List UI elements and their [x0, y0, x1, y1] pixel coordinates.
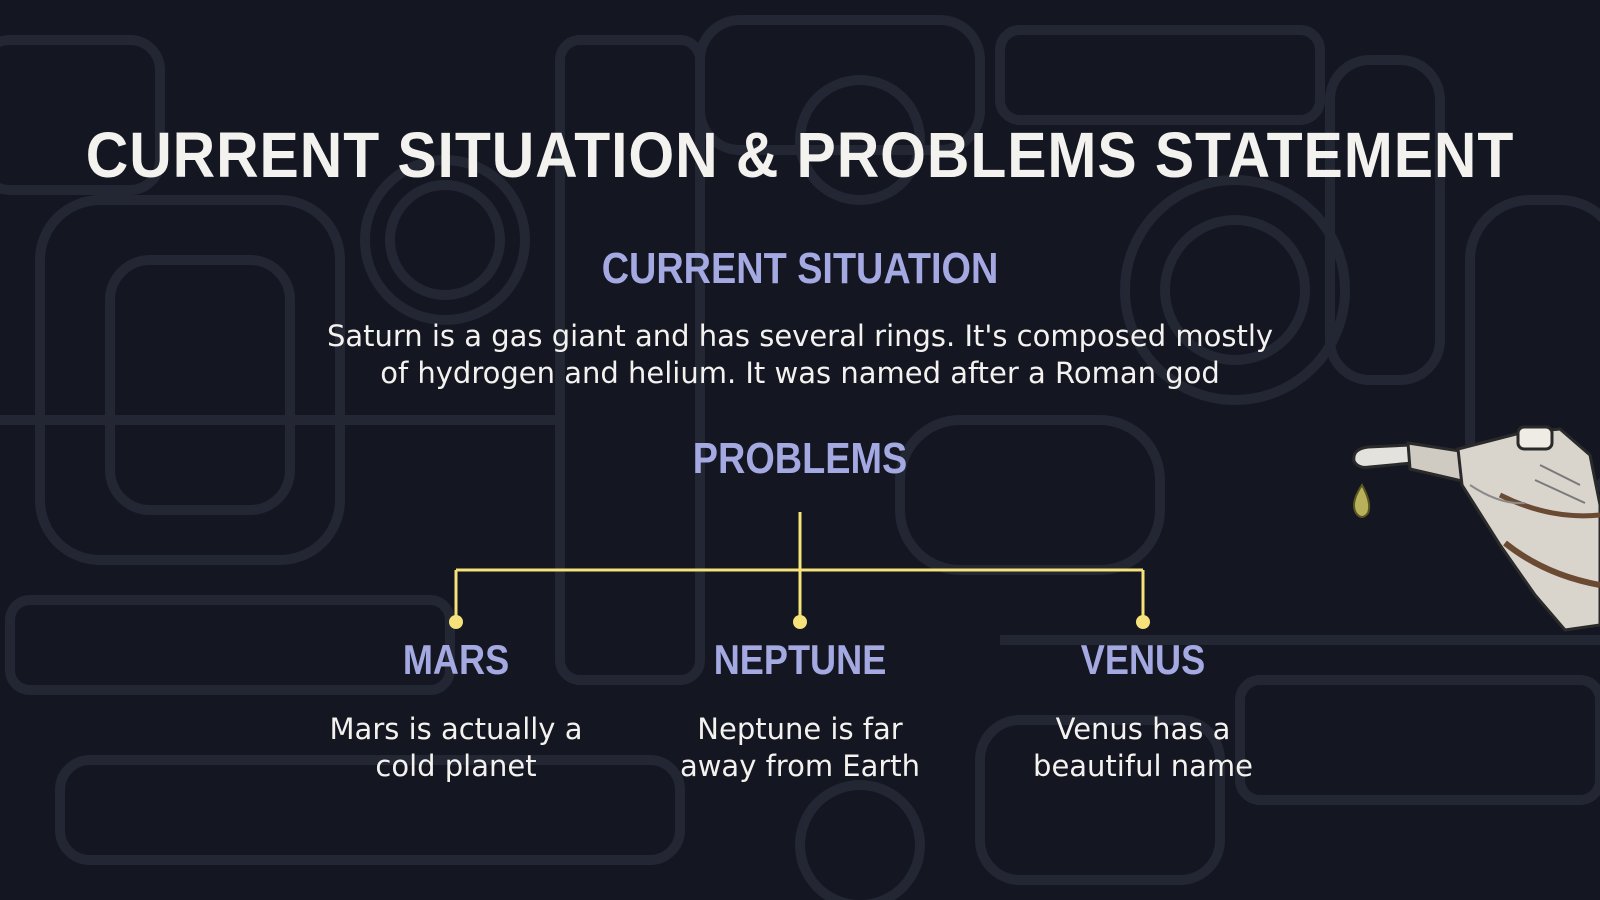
situation-text-line-1: Saturn is a gas giant and has several ri… [326, 319, 1274, 353]
connector-dot-neptune [793, 615, 807, 629]
problem-text-neptune: Neptune is far away from Earth [640, 711, 960, 785]
problems-heading: PROBLEMS [692, 434, 908, 483]
problem-text-venus: Venus has a beautiful name [983, 711, 1303, 785]
slide-title: CURRENT SITUATION & PROBLEMS STATEMENT [85, 119, 1515, 191]
problem-title-mars: MARS [402, 636, 510, 683]
situation-text-line-2: of hydrogen and helium. It was named aft… [380, 356, 1220, 390]
problem-text-mars-line-1: Mars is actually a [329, 712, 583, 746]
current-situation-text: Saturn is a gas giant and has several ri… [300, 318, 1300, 392]
current-situation-heading: CURRENT SITUATION [601, 244, 999, 293]
problem-text-neptune-line-2: away from Earth [679, 749, 921, 783]
connector-dot-mars [449, 615, 463, 629]
problem-text-venus-line-1: Venus has a [1055, 712, 1231, 746]
problem-title-venus: VENUS [1080, 636, 1206, 683]
problem-title-neptune: NEPTUNE [713, 636, 887, 683]
connector-dot-venus [1136, 615, 1150, 629]
problem-text-neptune-line-1: Neptune is far [697, 712, 903, 746]
problem-text-venus-line-2: beautiful name [1033, 749, 1253, 783]
fuel-nozzle-icon [1352, 425, 1600, 632]
problem-text-mars-line-2: cold planet [375, 749, 537, 783]
problem-text-mars: Mars is actually a cold planet [296, 711, 616, 785]
